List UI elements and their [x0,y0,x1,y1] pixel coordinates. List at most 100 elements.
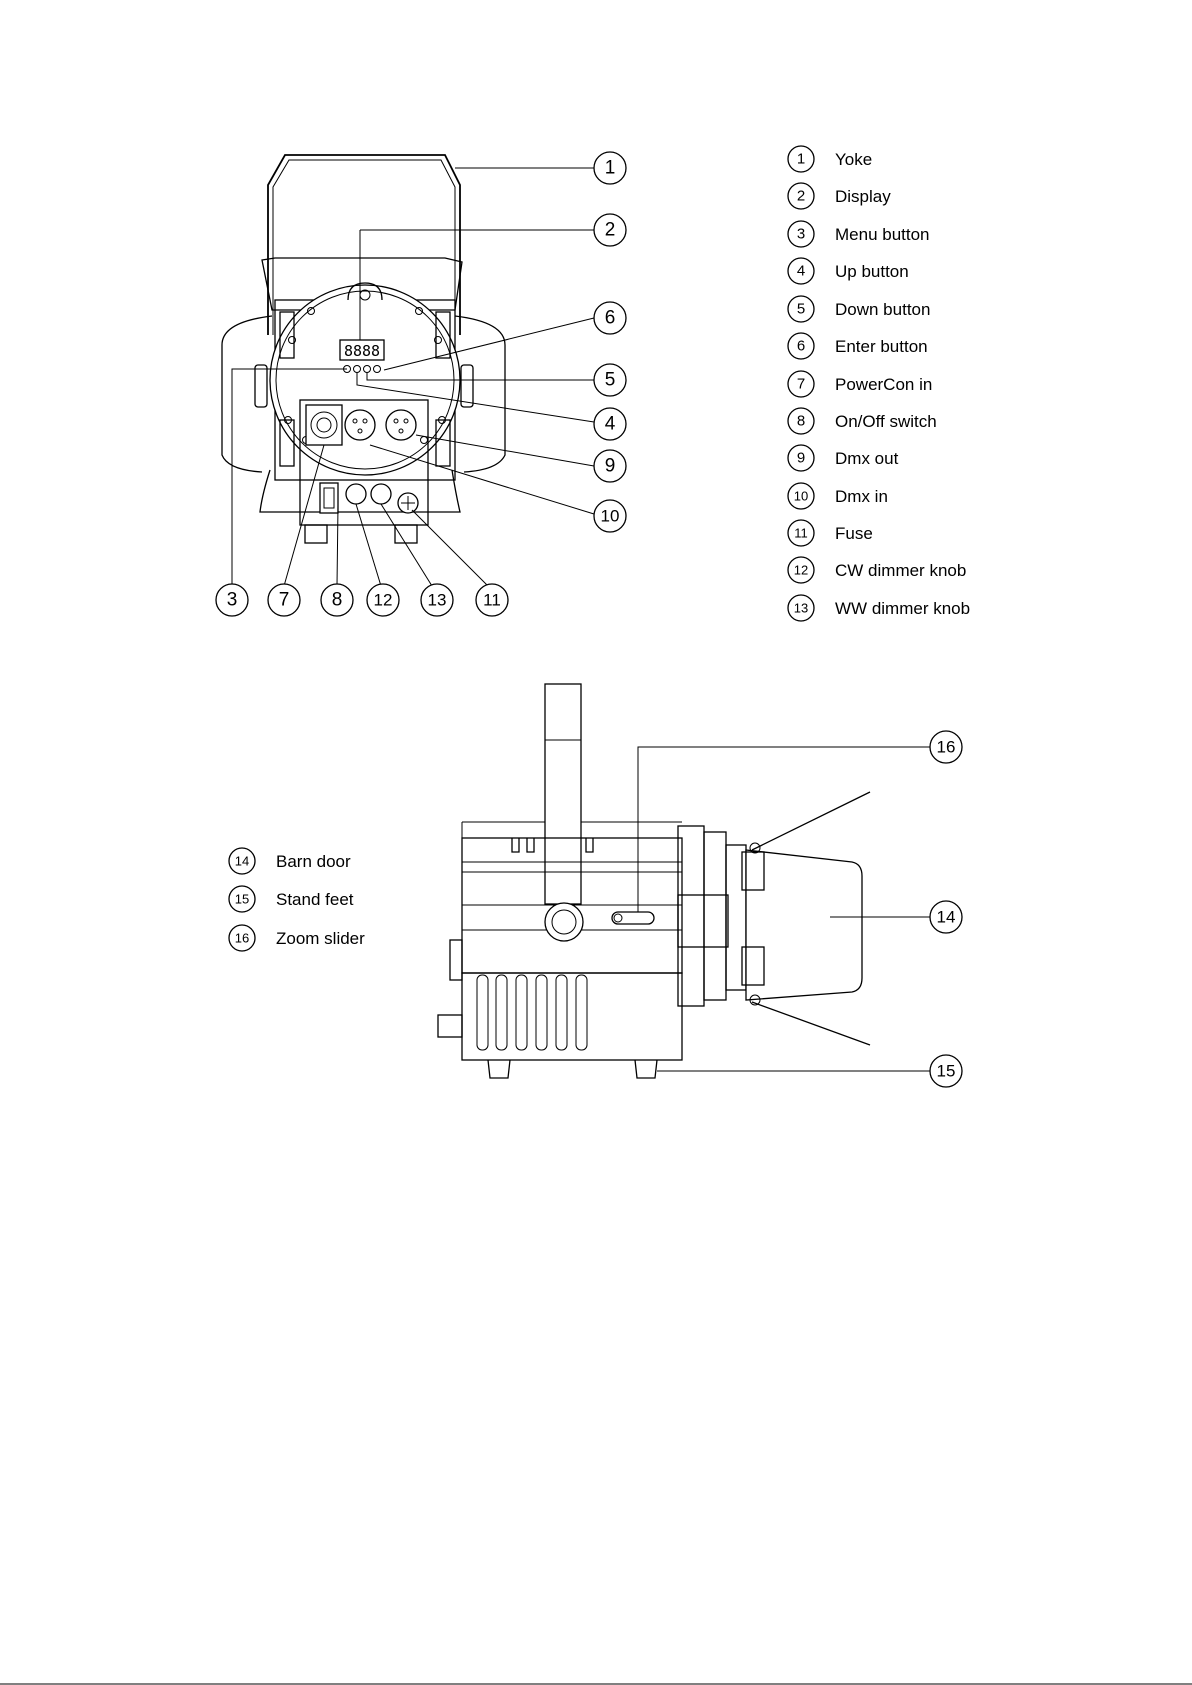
svg-text:Fuse: Fuse [835,524,873,543]
legend-bottom: 14 Barn door 15 Stand feet 16 Zoom slider [229,848,365,951]
legend-item-dmx-out: 9 Dmx out [788,445,899,471]
svg-text:11: 11 [794,526,808,541]
svg-text:4: 4 [605,414,616,435]
svg-text:3: 3 [227,590,238,611]
svg-text:6: 6 [605,308,616,329]
svg-text:6: 6 [797,338,805,355]
left-foot [305,525,327,543]
display-digits: 8888 [344,342,380,360]
legend-item-zoom-slider: 16 Zoom slider [229,925,365,951]
svg-text:9: 9 [797,450,805,467]
svg-text:Up button: Up button [835,262,909,281]
side-yoke-knob [545,903,583,941]
svg-text:16: 16 [235,931,249,946]
svg-text:Dmx out: Dmx out [835,449,899,468]
callout-15: 15 [930,1055,962,1087]
svg-text:11: 11 [483,591,501,610]
bottom-barn-door-side [752,1002,870,1045]
legend-item-stand-feet: 15 Stand feet [229,886,354,912]
side-view-callouts: 16 14 15 [930,731,962,1087]
svg-text:Stand feet: Stand feet [276,890,354,909]
callout-14: 14 [930,901,962,933]
svg-text:5: 5 [797,301,805,318]
svg-text:2: 2 [797,188,805,205]
side-foot-rear [488,1060,510,1078]
callout-6: 6 [594,302,626,334]
right-foot [395,525,417,543]
svg-text:4: 4 [797,263,805,280]
legend-item-dmx-in: 10 Dmx in [788,483,888,509]
svg-text:Down button: Down button [835,300,930,319]
callout-9: 9 [594,450,626,482]
svg-text:PowerCon in: PowerCon in [835,375,932,394]
callout-2: 2 [594,214,626,246]
lower-housing [462,973,682,1060]
legend-item-cw-dimmer-knob: 12 CW dimmer knob [788,557,966,583]
svg-text:2: 2 [605,220,616,241]
side-yoke-arm [545,684,581,904]
svg-text:15: 15 [937,1062,956,1081]
vent-fins [477,975,587,1050]
svg-text:On/Off switch: On/Off switch [835,412,937,431]
side-foot-front [635,1060,657,1078]
callout-10: 10 [594,500,626,532]
svg-text:Menu button: Menu button [835,225,930,244]
right-barn-door [455,316,505,472]
legend-item-barn-door: 14 Barn door [229,848,351,874]
top-barn-door-side [752,792,870,850]
svg-text:CW dimmer knob: CW dimmer knob [835,561,966,580]
svg-text:13: 13 [428,591,447,610]
svg-text:8: 8 [797,413,805,430]
callout-7: 7 [268,584,300,616]
legend-item-menu-button: 3 Menu button [788,221,930,247]
callout-8: 8 [321,584,353,616]
dmx-out [386,410,416,440]
right-yoke-knob [461,365,473,407]
rear-cable-gland [438,1015,462,1037]
svg-text:7: 7 [279,590,290,611]
rear-connector [450,940,462,980]
left-barn-door [222,316,272,472]
svg-text:9: 9 [605,456,616,477]
left-yoke-knob [255,365,267,407]
dmx-in [345,410,375,440]
svg-text:8: 8 [332,590,343,611]
legend-item-fuse: 11 Fuse [788,520,873,546]
svg-text:Barn door: Barn door [276,852,351,871]
svg-text:Zoom slider: Zoom slider [276,929,365,948]
svg-text:12: 12 [794,563,808,578]
svg-text:Dmx in: Dmx in [835,487,888,506]
svg-text:5: 5 [605,370,616,391]
callout-3: 3 [216,584,248,616]
legend-item-powercon-in: 7 PowerCon in [788,371,932,397]
callout-5: 5 [594,364,626,396]
svg-text:1: 1 [605,158,616,179]
callout-16: 16 [930,731,962,763]
ww-dimmer-knob [371,484,391,504]
cw-dimmer-knob [346,484,366,504]
svg-text:10: 10 [794,489,808,504]
legend-item-display: 2 Display [788,183,891,209]
svg-text:12: 12 [374,591,393,610]
svg-text:Yoke: Yoke [835,150,872,169]
svg-text:16: 16 [937,738,956,757]
svg-text:Display: Display [835,187,891,206]
side-view-drawing [438,684,870,1078]
legend-item-up-button: 4 Up button [788,258,909,284]
front-flange [726,845,746,990]
svg-text:7: 7 [797,376,805,393]
legend-item-on-off-switch: 8 On/Off switch [788,408,937,434]
callout-1: 1 [594,152,626,184]
svg-text:3: 3 [797,226,805,243]
svg-text:14: 14 [235,854,249,869]
legend-item-down-button: 5 Down button [788,296,930,322]
svg-text:14: 14 [937,908,956,927]
svg-text:15: 15 [235,892,249,907]
callout-12: 12 [367,584,399,616]
callout-4: 4 [594,408,626,440]
callout-11: 11 [476,584,508,616]
svg-text:Enter button: Enter button [835,337,928,356]
legend-item-enter-button: 6 Enter button [788,333,928,359]
